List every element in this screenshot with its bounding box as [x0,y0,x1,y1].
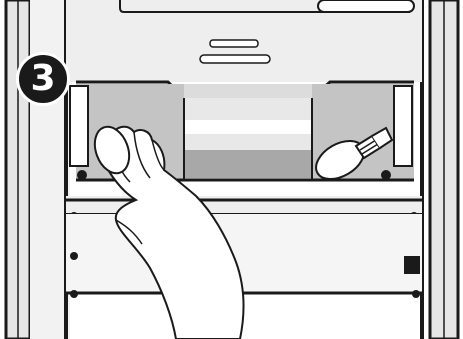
step-number-badge: 3 [16,52,70,106]
